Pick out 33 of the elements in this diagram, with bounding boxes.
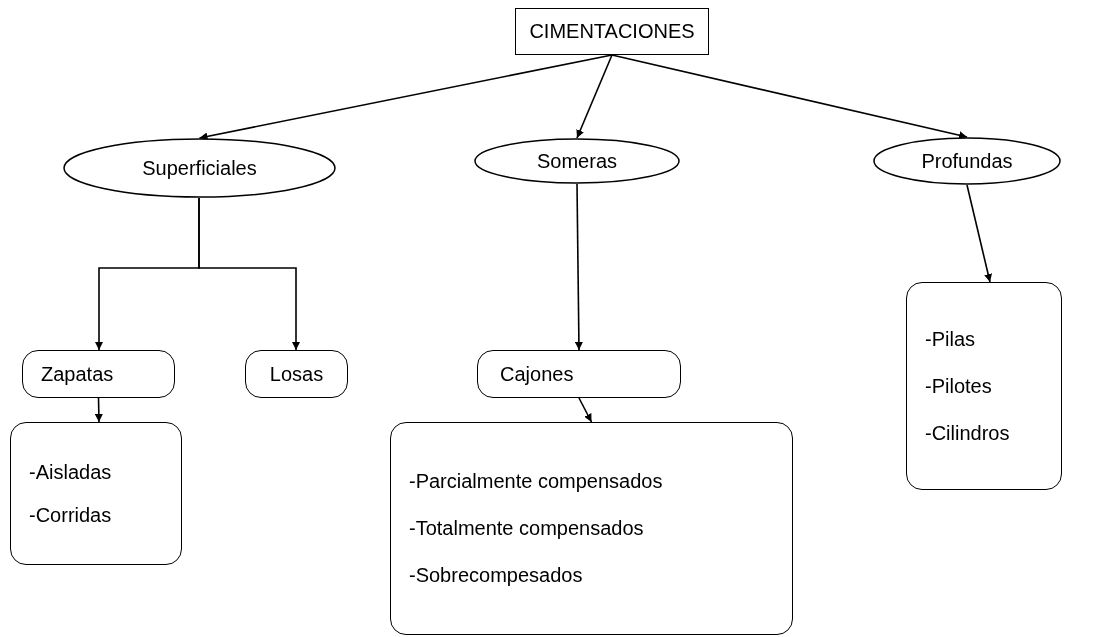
node-label: -Corridas	[29, 503, 112, 527]
node-label: Profundas	[921, 149, 1013, 173]
arrow	[611, 54, 968, 140]
node-label: -Pilotes	[925, 374, 992, 398]
node-label: -Pilas	[925, 327, 975, 351]
node-label: -Aisladas	[29, 460, 112, 484]
type-box	[245, 350, 348, 398]
type-box	[906, 282, 1062, 490]
arrow	[576, 54, 613, 139]
node-label: -Cilindros	[925, 421, 1010, 445]
type-box	[10, 422, 182, 565]
arrow	[574, 183, 583, 351]
node-label: Losas	[269, 362, 324, 386]
node-label: Zapatas	[41, 362, 114, 386]
node-label: CIMENTACIONES	[529, 20, 695, 43]
type-box	[390, 422, 793, 635]
type-box	[477, 350, 681, 398]
arrow	[966, 184, 993, 283]
node-label: Superficiales	[142, 156, 257, 180]
arrow	[198, 54, 613, 141]
category-ellipse	[63, 138, 336, 198]
category-ellipse	[873, 137, 1061, 185]
category-ellipse	[474, 138, 680, 184]
title-box	[515, 8, 709, 55]
node-label: -Parcialmente compensados	[409, 470, 663, 493]
node-label: Cajones	[500, 362, 574, 386]
arrow	[198, 197, 300, 351]
node-label: Someras	[537, 149, 617, 173]
arrow	[94, 397, 103, 423]
node-label: -Totalmente compensados	[409, 517, 644, 540]
node-label: -Sobrecompesados	[409, 564, 583, 587]
arrow	[578, 397, 593, 423]
type-box	[22, 350, 175, 398]
